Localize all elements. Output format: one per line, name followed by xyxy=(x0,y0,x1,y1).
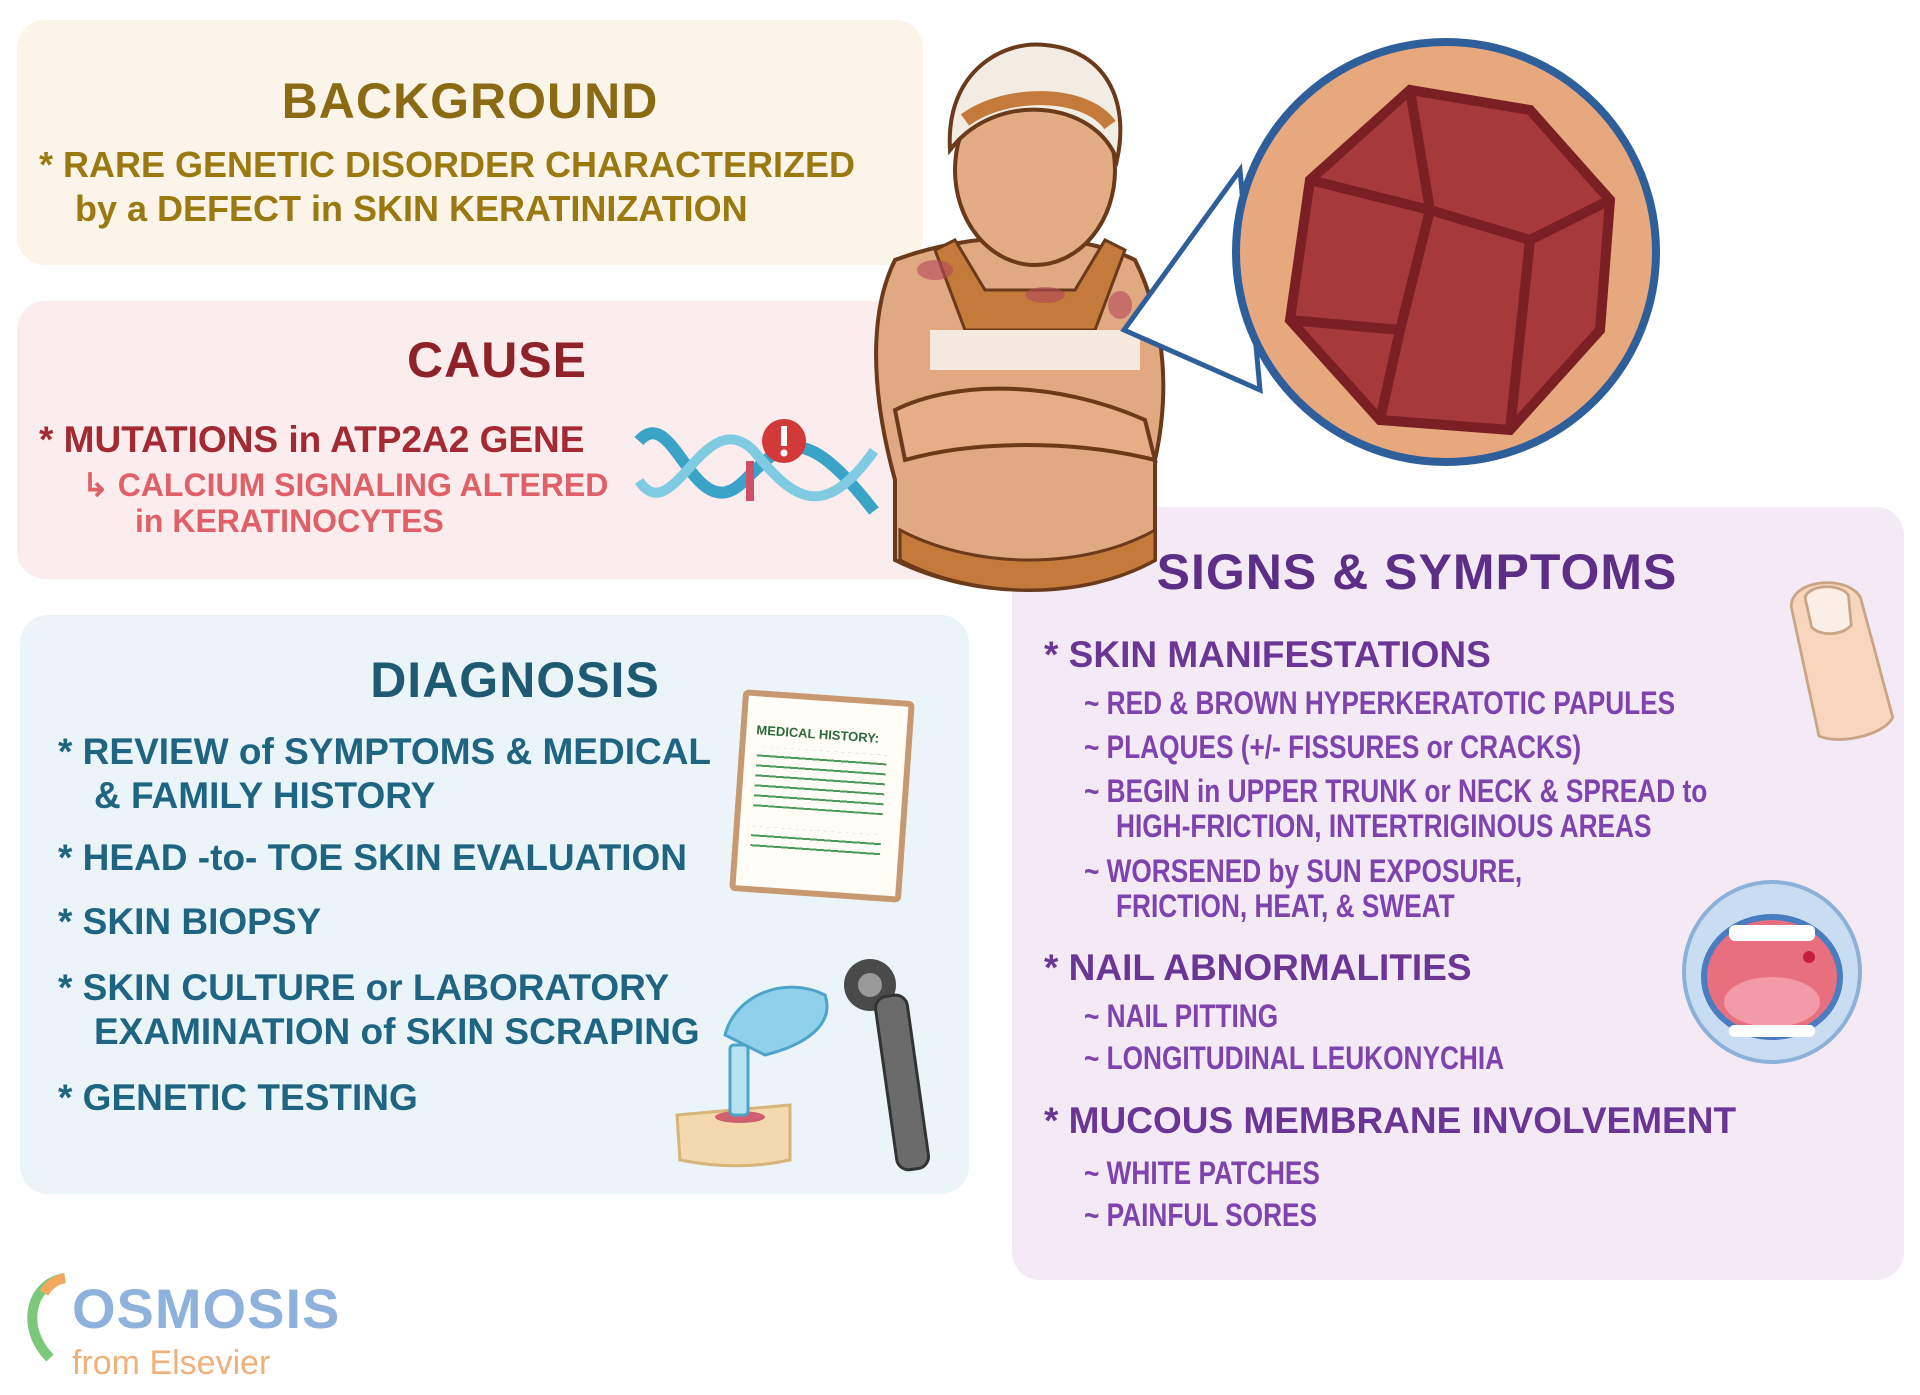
signs-title: SIGNS & SYMPTOMS xyxy=(1156,544,1678,600)
diagnosis-item: * HEAD -to- TOE SKIN EVALUATION xyxy=(58,837,687,878)
background-line: by a DEFECT in SKIN KERATINIZATION xyxy=(75,188,748,229)
punch-tool-icon xyxy=(728,1043,750,1117)
patient-illustration xyxy=(874,42,1166,592)
diagnosis-item: * REVIEW of SYMPTOMS & MEDICAL xyxy=(58,731,712,772)
diagnosis-item: EXAMINATION of SKIN SCRAPING xyxy=(94,1011,700,1052)
signs-item: ~ WHITE PATCHES xyxy=(1084,1155,1320,1191)
signs-item: FRICTION, HEAT, & SWEAT xyxy=(1116,888,1455,924)
finger-nail-icon xyxy=(1789,581,1895,741)
signs-item: ~ PAINFUL SORES xyxy=(1084,1197,1318,1233)
signs-heading: * MUCOUS MEMBRANE INVOLVEMENT xyxy=(1044,1100,1737,1141)
logo-word: OSMOSIS xyxy=(72,1277,341,1340)
background-line: * RARE GENETIC DISORDER CHARACTERIZED xyxy=(39,144,856,185)
signs-item: ~ WORSENED by SUN EXPOSURE, xyxy=(1084,853,1523,889)
diagnosis-item: * SKIN BIOPSY xyxy=(58,901,322,942)
signs-panel: SIGNS & SYMPTOMS * SKIN MANIFESTATIONS ~… xyxy=(1012,507,1904,1280)
clipboard-icon: MEDICAL HISTORY: xyxy=(729,689,915,903)
glove-icon xyxy=(723,985,829,1057)
logo-subtitle: from Elsevier xyxy=(72,1344,271,1382)
cause-line: ↳ CALCIUM SIGNALING ALTERED xyxy=(82,467,609,503)
diagnosis-title: DIAGNOSIS xyxy=(370,652,660,708)
signs-item: ~ RED & BROWN HYPERKERATOTIC PAPULES xyxy=(1084,685,1676,721)
cause-line: in KERATINOCYTES xyxy=(135,503,444,539)
logo-arc-icon xyxy=(27,1273,67,1362)
dna-icon xyxy=(634,419,879,515)
cause-title: CAUSE xyxy=(406,332,588,388)
signs-item: HIGH-FRICTION, INTERTRIGINOUS AREAS xyxy=(1116,808,1652,844)
osmosis-logo: OSMOSIS from Elsevier xyxy=(20,1268,339,1388)
skin-magnification-illustration xyxy=(1120,38,1660,466)
background-panel: BACKGROUND * RARE GENETIC DISORDER CHARA… xyxy=(17,20,923,265)
signs-item: ~ BEGIN in UPPER TRUNK or NECK & SPREAD … xyxy=(1084,773,1708,809)
biopsy-illustration xyxy=(675,959,931,1172)
cause-panel: CAUSE * MUTATIONS in ATP2A2 GENE ↳ CALCI… xyxy=(17,301,977,579)
signs-heading: * NAIL ABNORMALITIES xyxy=(1044,947,1472,988)
signs-heading: * SKIN MANIFESTATIONS xyxy=(1044,634,1491,675)
mouth-sores-icon xyxy=(1682,880,1862,1064)
diagnosis-item: * GENETIC TESTING xyxy=(58,1077,418,1118)
signs-item: ~ PLAQUES (+/- FISSURES or CRACKS) xyxy=(1084,729,1582,765)
diagnosis-item: * SKIN CULTURE or LABORATORY xyxy=(58,967,670,1008)
clipboard-label: MEDICAL HISTORY: xyxy=(755,722,880,746)
cause-line: * MUTATIONS in ATP2A2 GENE xyxy=(39,419,585,460)
diagnosis-panel: DIAGNOSIS * REVIEW of SYMPTOMS & MEDICAL… xyxy=(20,615,969,1194)
background-title: BACKGROUND xyxy=(281,73,659,129)
signs-item: ~ LONGITUDINAL LEUKONYCHIA xyxy=(1084,1040,1505,1076)
diagnosis-item: & FAMILY HISTORY xyxy=(94,775,436,816)
signs-item: ~ NAIL PITTING xyxy=(1084,998,1279,1034)
